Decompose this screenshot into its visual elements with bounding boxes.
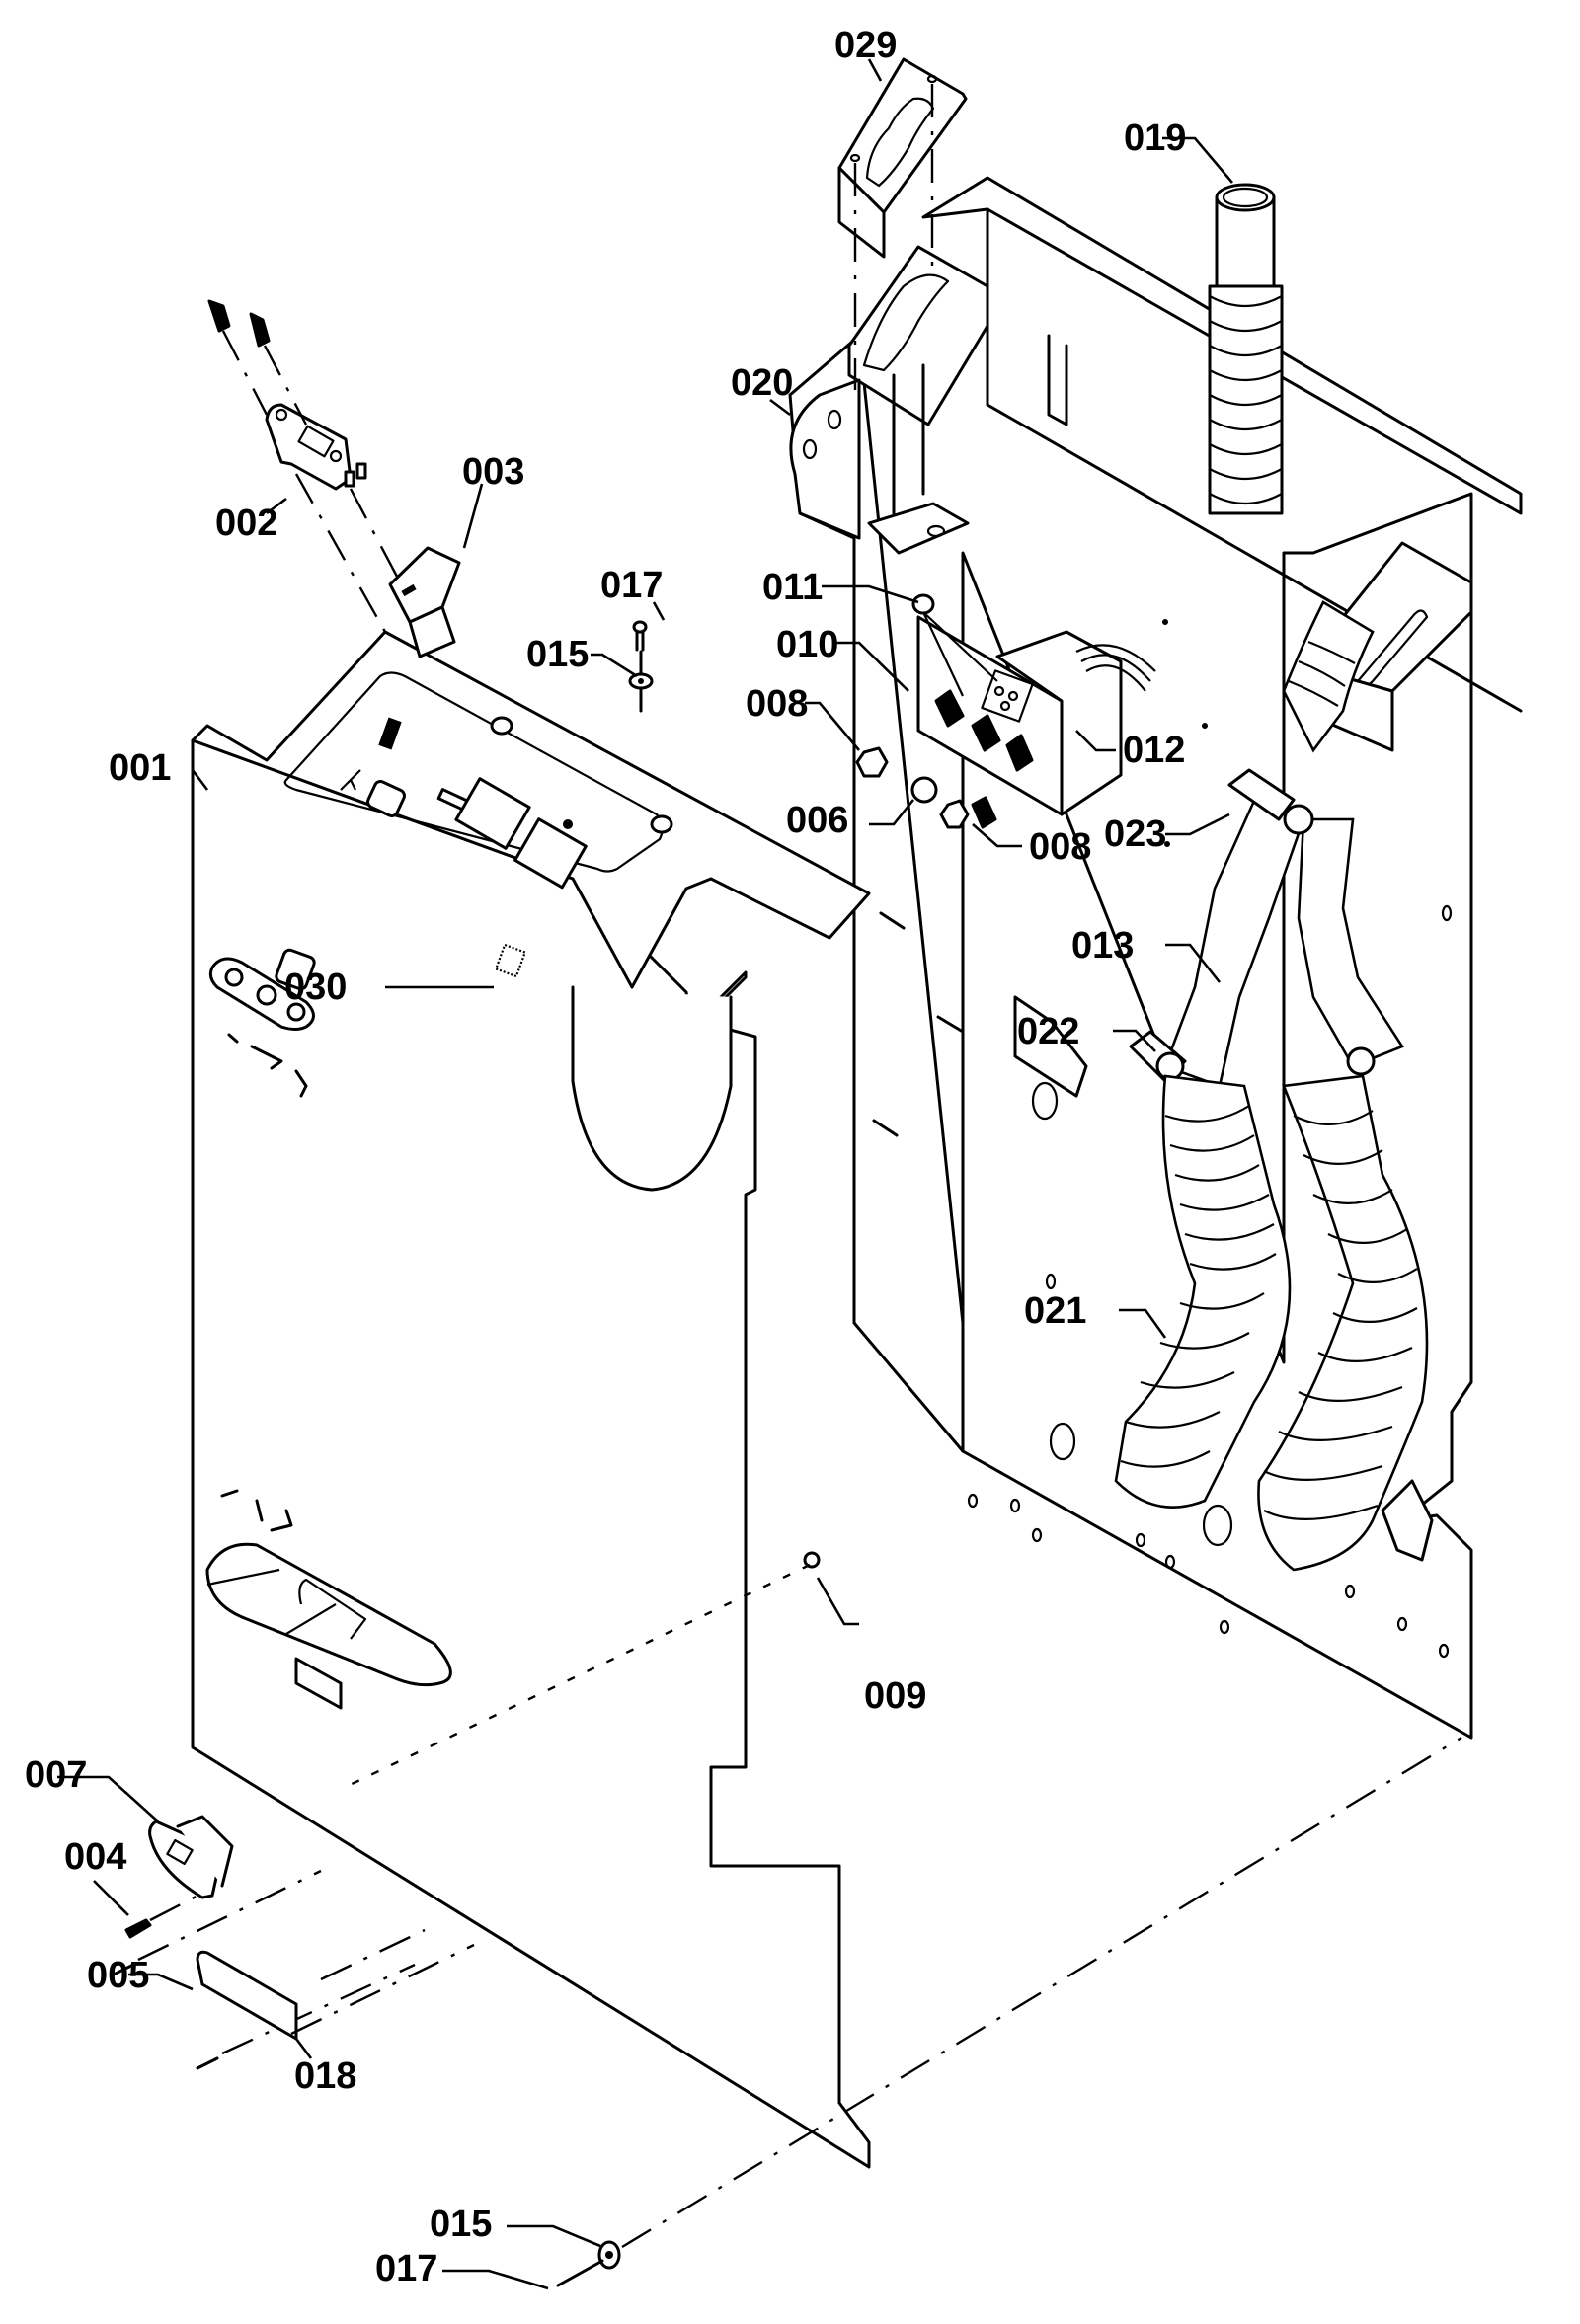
callout-017-top: 017 [600, 565, 663, 606]
callout-006: 006 [786, 800, 848, 841]
callout-008b: 008 [1029, 826, 1091, 868]
frame-studs [872, 911, 965, 1137]
callout-005: 005 [87, 1955, 149, 1996]
screw-004 [124, 1889, 208, 1939]
callout-015-top: 015 [526, 634, 589, 675]
hose-ribs [1120, 1105, 1418, 1520]
callout-004: 004 [64, 1836, 126, 1878]
screw-and-washer-bottom [556, 1736, 1462, 2287]
pins-005 [112, 1869, 416, 2070]
callout-020: 020 [731, 362, 793, 404]
callout-010: 010 [776, 624, 838, 665]
callout-022: 022 [1017, 1011, 1079, 1052]
knob-nut [345, 1551, 821, 1789]
rocker-switch [388, 546, 461, 658]
callout-003: 003 [462, 451, 524, 493]
screws-002 [207, 299, 441, 658]
callout-009: 009 [864, 1675, 926, 1717]
callout-002: 002 [215, 503, 277, 544]
switch-block [265, 403, 367, 491]
front-panel [191, 630, 871, 2169]
callout-015-bottom: 015 [430, 2204, 492, 2245]
hose-assembly [1114, 600, 1434, 1572]
callout-030: 030 [284, 967, 347, 1008]
callout-018: 018 [294, 2055, 356, 2097]
bracket-block [148, 1815, 234, 1899]
flue-corrugations [1208, 284, 1284, 515]
callout-021: 021 [1024, 1290, 1086, 1332]
flue-pipe [1208, 183, 1284, 515]
callout-012: 012 [1123, 730, 1185, 771]
screw-and-washer-top [628, 620, 654, 713]
callout-019: 019 [1124, 117, 1186, 159]
nut-hardware [855, 746, 997, 829]
cover-plate [196, 1928, 475, 2041]
callout-029: 029 [834, 25, 897, 66]
callout-001: 001 [109, 747, 171, 789]
top-bracket [837, 57, 968, 390]
callout-008a: 008 [746, 683, 808, 725]
callout-023: 023 [1104, 813, 1166, 855]
callout-013: 013 [1071, 925, 1134, 967]
leader-lines [57, 58, 1233, 2290]
callout-007: 007 [25, 1754, 87, 1796]
callout-011: 011 [762, 567, 823, 608]
callout-017-bottom: 017 [375, 2248, 437, 2289]
callout-labels: 029 019 020 002 003 017 015 001 011 010 … [25, 25, 1186, 2289]
valve-assembly [911, 593, 1156, 816]
